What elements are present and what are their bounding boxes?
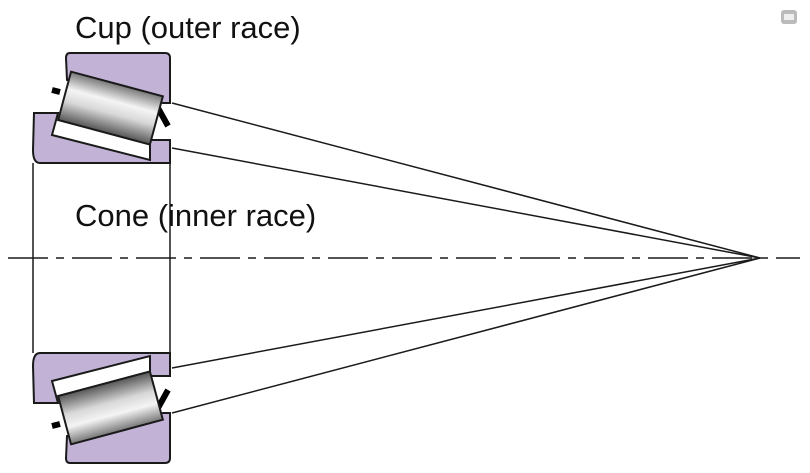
cone-label: Cone (inner race) [75, 198, 317, 233]
image-icon[interactable] [781, 10, 797, 24]
cup-label: Cup (outer race) [75, 10, 301, 45]
